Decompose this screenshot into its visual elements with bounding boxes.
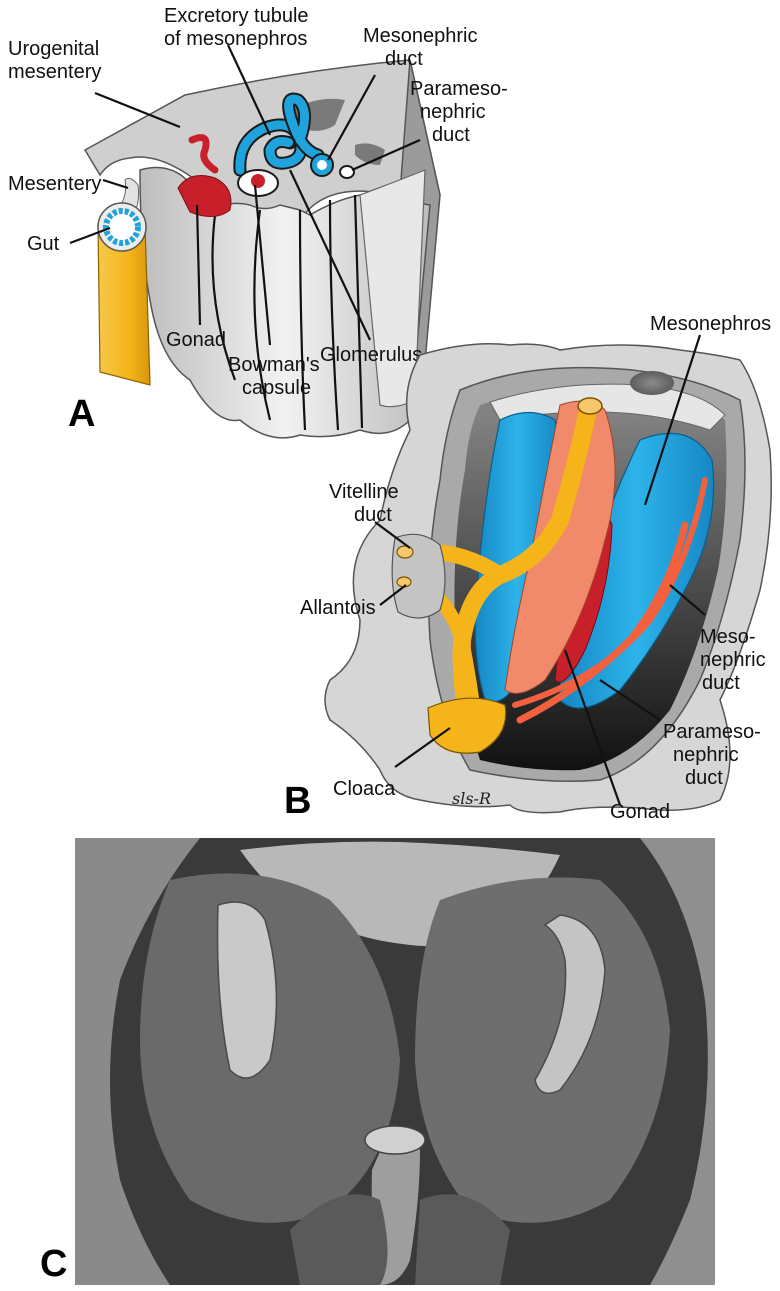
label-parameso-b-line3: duct [685,767,723,789]
artist-signature: sls-R [452,789,491,808]
neural-tube-hole [630,371,674,395]
label-mesonephros: Mesonephros [650,313,771,335]
label-mesonephric-line2: duct [385,48,423,70]
label-urogenital-line2: mesentery [8,61,101,83]
label-meso-b-line1: Meso- [700,626,756,648]
micrograph-stalk-opening [365,1126,425,1154]
label-mesentery: Mesentery [8,173,101,195]
label-bowman-line2: capsule [242,377,311,399]
label-vitelline-line2: duct [354,504,392,526]
mesonephric-duct-lumen [317,160,327,170]
label-meso-b-line2: nephric [700,649,766,671]
panel-c-micrograph [75,838,715,1285]
label-parameso-a-line1: Parameso- [410,78,508,100]
label-vitelline-line1: Vitelline [329,481,399,503]
micrograph-left-ridge [218,902,277,1078]
label-mesonephric-line1: Mesonephric [363,25,478,47]
label-parameso-b-line2: nephric [673,744,739,766]
label-allantois: Allantois [300,597,376,619]
label-gonad-b: Gonad [610,801,670,823]
panel-letter-a: A [68,393,95,435]
label-gonad-a: Gonad [166,329,226,351]
vitelline-opening [397,546,413,558]
label-gut: Gut [27,233,60,255]
paramesonephric-duct-shape [340,166,354,178]
label-bowman-line1: Bowman's [228,354,320,376]
panel-letter-c: C [40,1243,67,1285]
label-urogenital-line1: Urogenital [8,38,99,60]
label-meso-b-line3: duct [702,672,740,694]
glomerulus-shape [251,174,265,188]
label-parameso-b-line1: Parameso- [663,721,761,743]
label-parameso-a-line3: duct [432,124,470,146]
panel-letter-b: B [284,780,311,822]
label-excretory-line2: of mesonephros [164,28,307,50]
hindgut-opening [578,398,602,414]
label-cloaca: Cloaca [333,778,396,800]
label-glomerulus: Glomerulus [320,344,422,366]
label-parameso-a-line2: nephric [420,101,486,123]
gut-epithelium [106,211,138,243]
label-excretory-line1: Excretory tubule [164,5,309,27]
